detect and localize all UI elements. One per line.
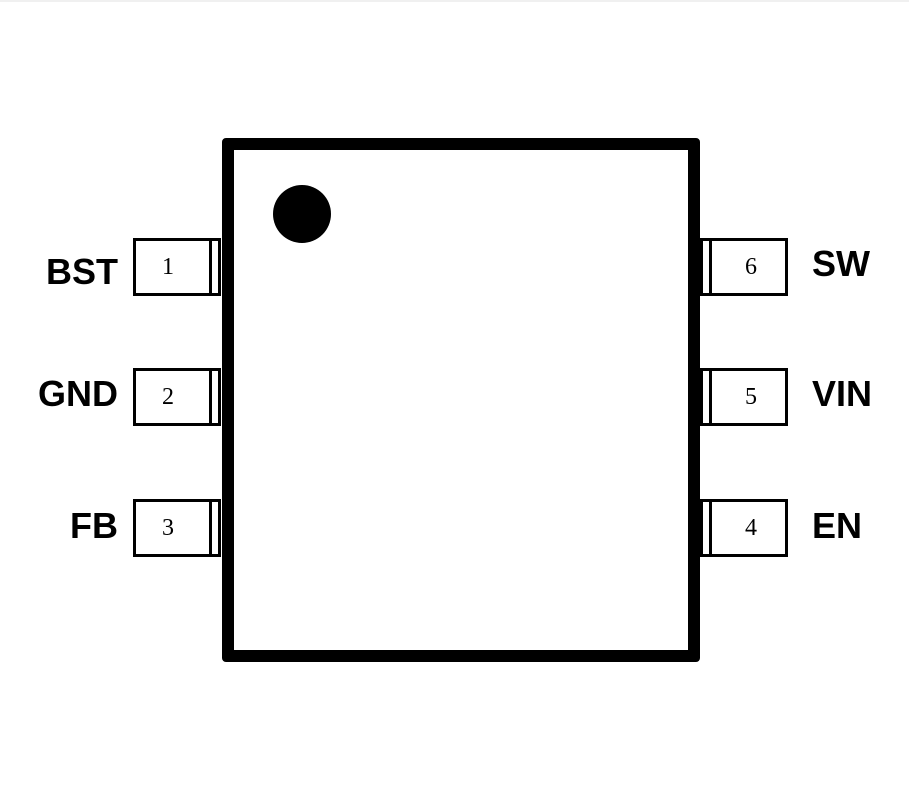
pin1-indicator-dot bbox=[273, 185, 331, 243]
pin-lead-line bbox=[709, 502, 712, 554]
pin-6: 6 bbox=[700, 238, 788, 296]
pin-lead-line bbox=[709, 371, 712, 423]
top-divider bbox=[0, 0, 909, 2]
pin-lead-line bbox=[209, 371, 212, 423]
pin-number: 3 bbox=[162, 514, 174, 541]
pin-number: 1 bbox=[162, 253, 174, 280]
pin-5: 5 bbox=[700, 368, 788, 426]
pin-4: 4 bbox=[700, 499, 788, 557]
pin-number: 4 bbox=[745, 514, 757, 541]
pin-3: 3 bbox=[133, 499, 221, 557]
pin-label-vin: VIN bbox=[812, 373, 873, 414]
pin-1: 1 bbox=[133, 238, 221, 296]
pin-lead-line bbox=[209, 502, 212, 554]
pin-lead-line bbox=[209, 241, 212, 293]
pin-label-sw: SW bbox=[812, 243, 870, 284]
pin-lead-line bbox=[709, 241, 712, 293]
pin-label-en: EN bbox=[812, 505, 863, 546]
pin-label-gnd: GND bbox=[38, 373, 118, 414]
pin-label-bst: BST bbox=[46, 251, 118, 292]
pin-2: 2 bbox=[133, 368, 221, 426]
pin-label-fb: FB bbox=[70, 505, 118, 546]
pin-number: 6 bbox=[745, 253, 757, 280]
pin-number: 5 bbox=[745, 383, 757, 410]
pin-number: 2 bbox=[162, 383, 174, 410]
